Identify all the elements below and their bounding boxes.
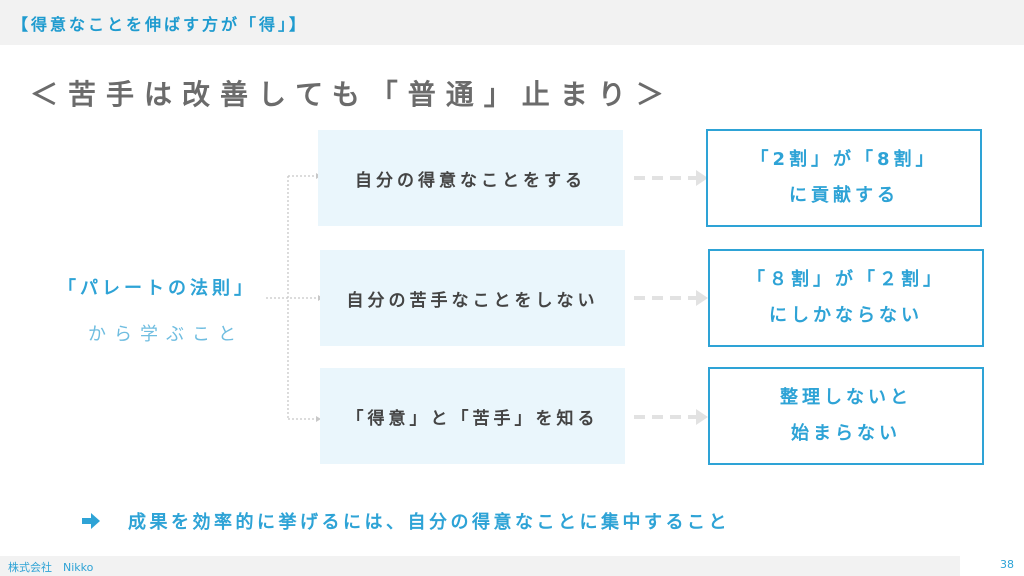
result-line-3a: 整理しないと [780, 387, 912, 408]
action-box-2: 自分の苦手なことをしない [320, 250, 625, 346]
result-box-2: 「８割」が「２割」 にしかならない [708, 249, 984, 347]
result-line-2a: 「８割」が「２割」 [747, 269, 945, 290]
conclusion-text: 成果を効率的に挙げるには、自分の得意なことに集中すること [128, 512, 730, 533]
dashed-arrowhead-2 [696, 290, 708, 306]
result-line-2b: にしかならない [769, 305, 923, 326]
pareto-law-subtitle: から学ぶこと [88, 324, 244, 345]
page-title: ＜苦手は改善しても「普通」止まり＞ [30, 78, 674, 111]
right-arrow-icon [82, 513, 100, 529]
action-box-1: 自分の得意なことをする [318, 130, 623, 226]
dashed-arrowhead-3 [696, 409, 708, 425]
result-line-3b: 始まらない [791, 423, 901, 444]
connector-arrowhead-3 [316, 416, 321, 422]
footer-bar [0, 556, 960, 576]
action-text-1: 自分の得意なことをする [355, 170, 586, 191]
conclusion: 成果を効率的に挙げるには、自分の得意なことに集中すること [80, 508, 730, 534]
action-text-2: 自分の苦手なことをしない [346, 290, 599, 311]
dashed-arrowhead-1 [696, 170, 708, 186]
result-box-1: 「2割」が「8割」 に貢献する [706, 129, 982, 227]
result-line-1b: に貢献する [789, 185, 899, 206]
result-box-3: 整理しないと 始まらない [708, 367, 984, 465]
result-line-1a: 「2割」が「8割」 [750, 149, 938, 170]
header-bar [0, 0, 1024, 45]
action-box-3: 「得意」と「苦手」を知る [320, 368, 625, 464]
page-number: 38 [1000, 558, 1014, 571]
pareto-law-title: 「パレートの法則」 [58, 278, 256, 299]
action-text-3: 「得意」と「苦手」を知る [346, 408, 599, 429]
footer-company: 株式会社 Nikko [8, 561, 94, 574]
header-title: 【得意なことを伸ばす方が「得」】 [12, 15, 309, 34]
